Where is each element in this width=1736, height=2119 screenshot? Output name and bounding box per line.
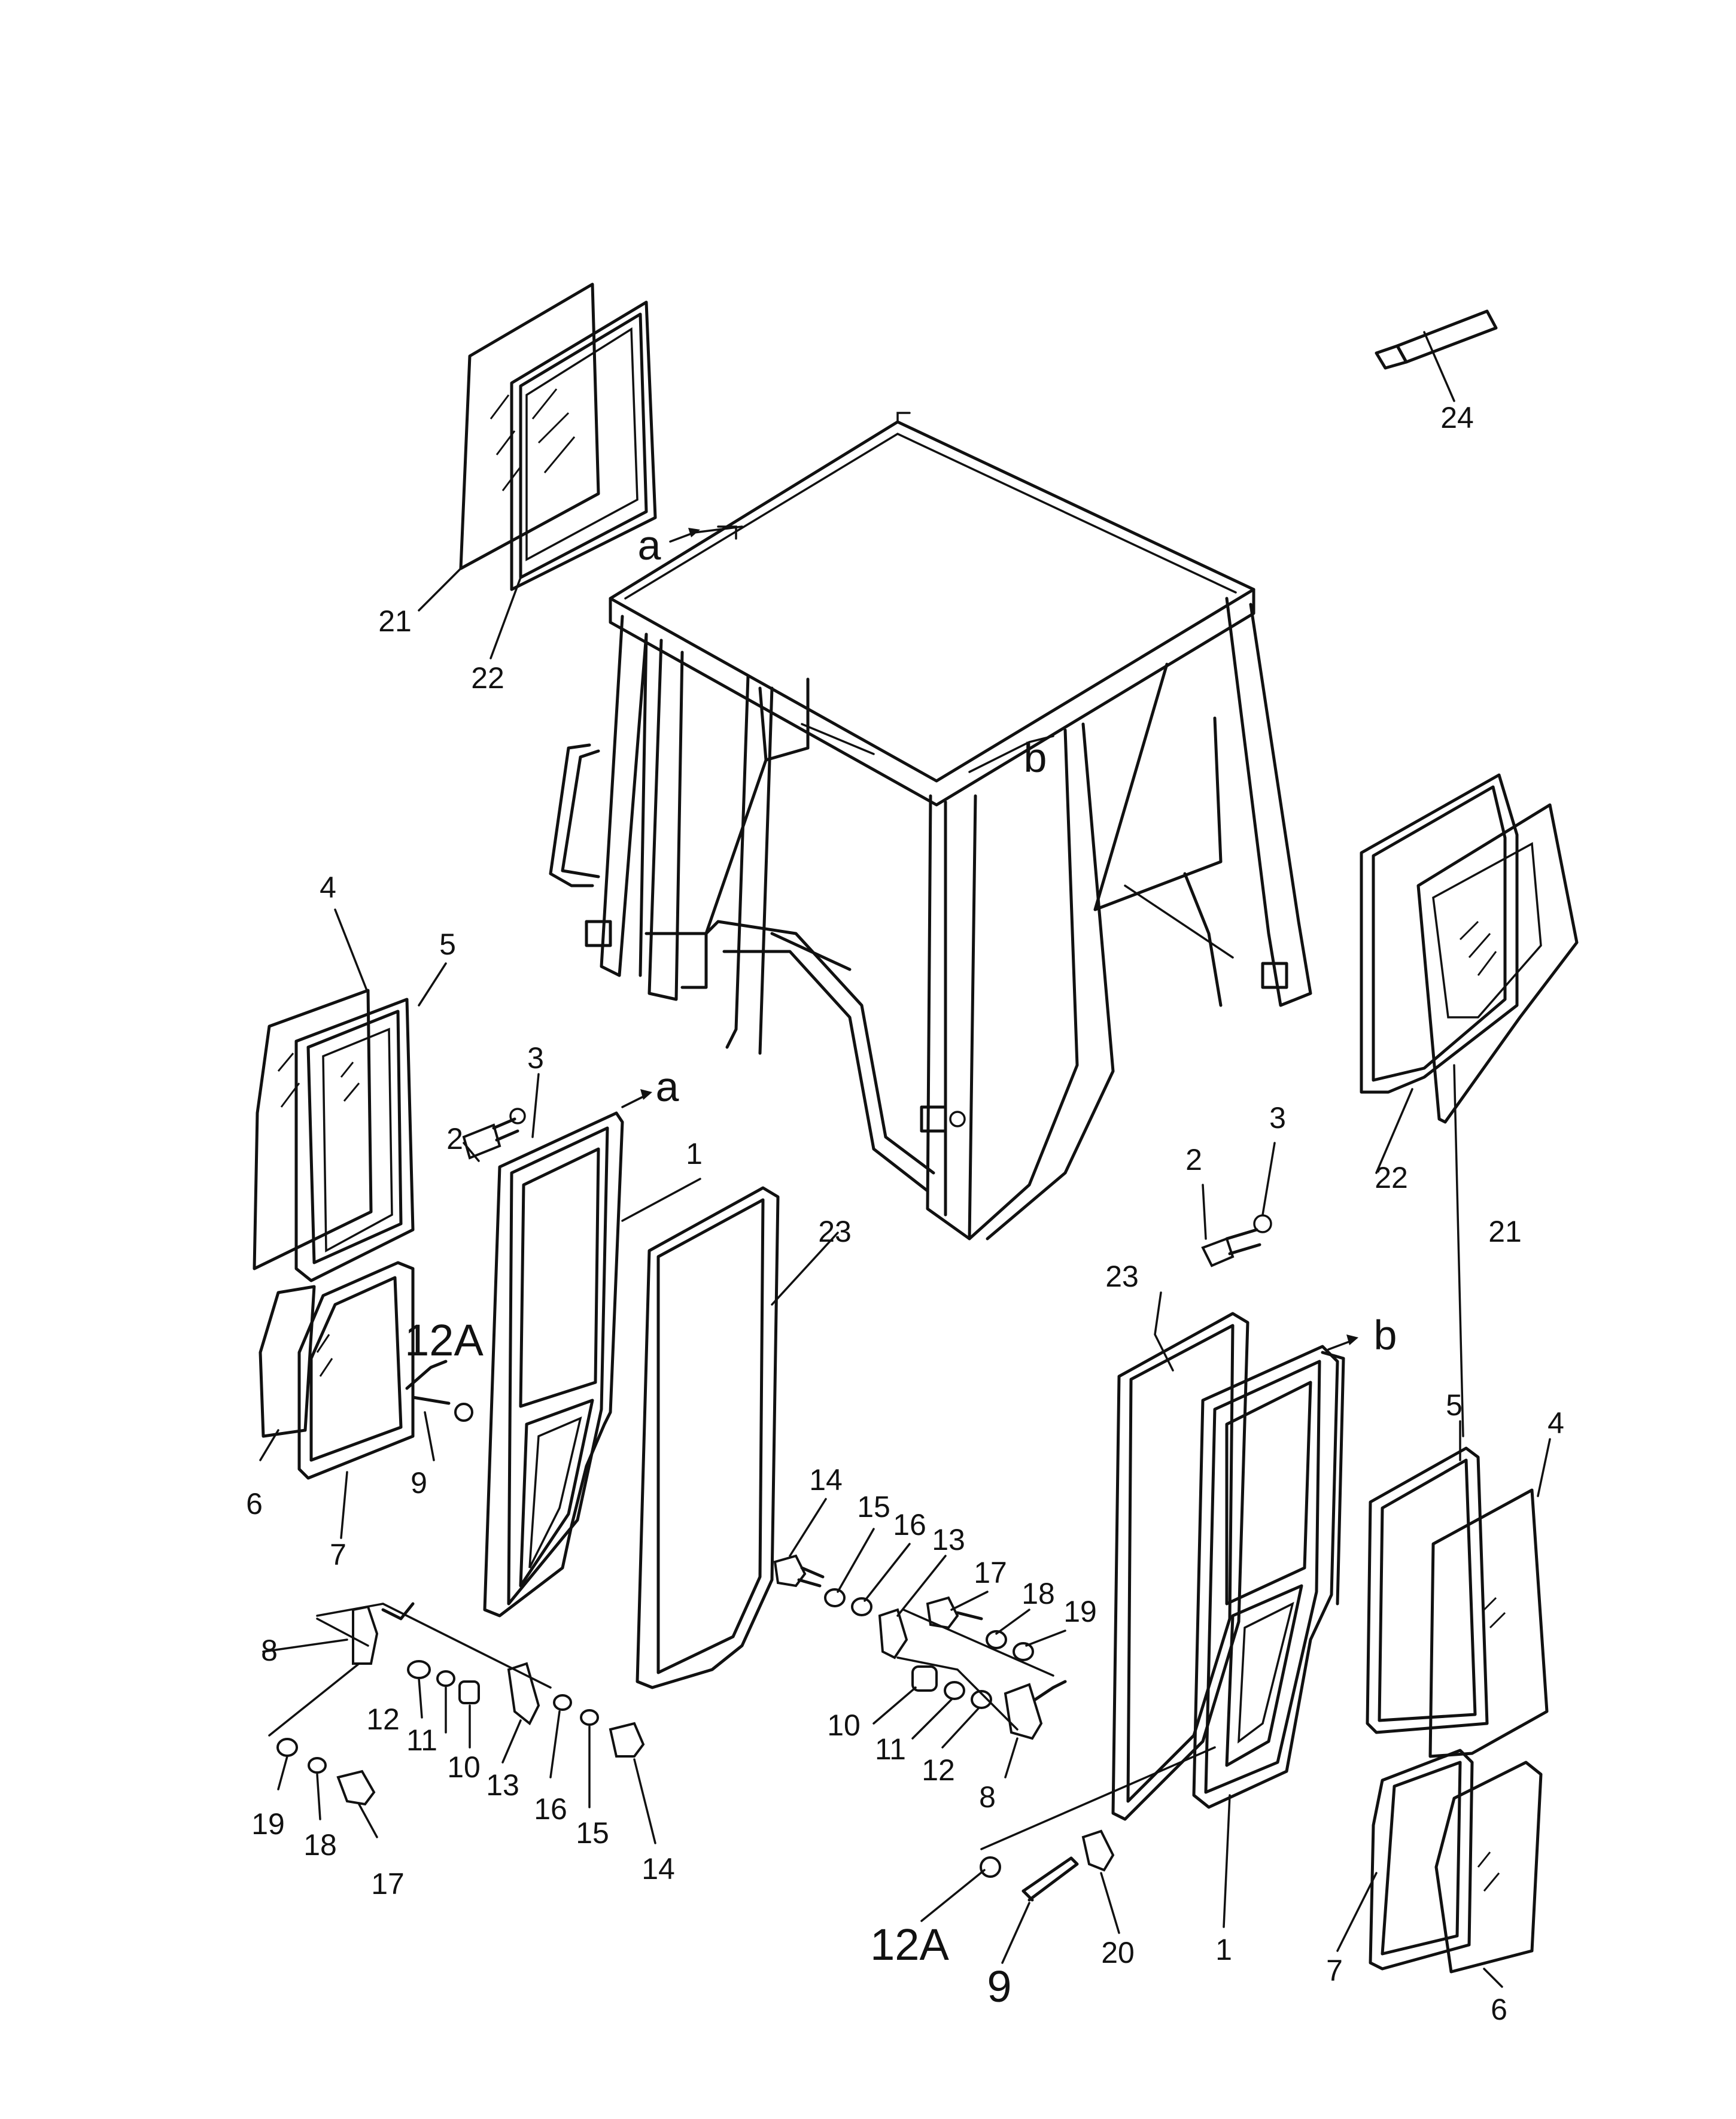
left-hinge-hardware — [268, 1108, 645, 1806]
label-b-right: b — [1374, 1312, 1397, 1358]
rear-glass-right — [1416, 803, 1579, 1124]
label-17-right: 17 — [974, 1556, 1007, 1589]
label-3-right: 3 — [1269, 1101, 1286, 1135]
label-10-right: 10 — [827, 1708, 861, 1742]
label-4-right: 4 — [1547, 1406, 1564, 1440]
label-12-right: 12 — [922, 1753, 955, 1787]
label-13-left: 13 — [486, 1768, 519, 1802]
label-21-right: 21 — [1488, 1215, 1522, 1248]
label-10-left: 10 — [447, 1750, 481, 1784]
label-8-right: 8 — [979, 1780, 996, 1814]
rear-weatherstrip-left — [510, 300, 657, 591]
label-3-left: 3 — [527, 1041, 544, 1075]
door-upper-weatherstrip-right — [1366, 1446, 1489, 1734]
door-lower-weatherstrip-left — [297, 1261, 415, 1480]
leader-lines — [259, 331, 1551, 1988]
label-8-left: 8 — [261, 1634, 278, 1667]
door-seal-left — [636, 1186, 780, 1689]
label-19-right: 19 — [1063, 1595, 1097, 1628]
label-a-left: a — [656, 1063, 679, 1110]
label-12-left: 12 — [366, 1703, 400, 1736]
label-2-right: 2 — [1185, 1143, 1202, 1176]
label-23-left: 23 — [818, 1215, 852, 1248]
label-2-left: 2 — [446, 1122, 463, 1156]
label-7-left: 7 — [330, 1538, 346, 1571]
door-lower-glass-right — [1434, 1761, 1543, 1974]
door-left — [483, 1111, 624, 1618]
label-1-right: 1 — [1215, 1933, 1232, 1966]
label-20: 20 — [1101, 1936, 1135, 1969]
door-lower-weatherstrip-right — [1369, 1749, 1474, 1971]
label-6-left: 6 — [246, 1487, 263, 1521]
reference-arrows — [621, 528, 1358, 1351]
right-hinge-hardware — [773, 1214, 1272, 1902]
label-12a-right: 12A — [870, 1920, 949, 1969]
label-11-left: 11 — [406, 1723, 437, 1757]
label-18-left: 18 — [303, 1828, 337, 1862]
label-22-left: 22 — [471, 661, 504, 695]
label-a-top: a — [638, 522, 661, 568]
label-5-right: 5 — [1446, 1388, 1463, 1422]
rear-glass-left — [459, 282, 600, 570]
label-9-right: 9 — [987, 1962, 1011, 2011]
label-14-left: 14 — [642, 1852, 675, 1886]
label-13-right: 13 — [932, 1523, 965, 1556]
label-15-left: 15 — [576, 1816, 609, 1850]
label-15-right: 15 — [857, 1490, 890, 1524]
label-21-left: 21 — [378, 604, 412, 638]
label-5-left: 5 — [439, 928, 456, 961]
label-12a-left: 12A — [405, 1315, 484, 1365]
label-9-left: 9 — [411, 1466, 427, 1500]
label-16-right: 16 — [893, 1508, 926, 1542]
door-seal-right — [1111, 1312, 1249, 1821]
label-16-left: 16 — [534, 1792, 567, 1826]
label-4-left: 4 — [320, 871, 336, 904]
label-14-right: 14 — [809, 1463, 843, 1497]
door-upper-weatherstrip-left — [294, 998, 415, 1282]
door-right — [1192, 1345, 1345, 1809]
door-upper-glass-right — [1428, 1488, 1549, 1758]
part-labels: 21 22 a 24 b 22 21 4 5 2 3 a 1 23 12A 9 … — [246, 401, 1564, 2026]
cab-frame — [549, 412, 1312, 1241]
rear-weatherstrip-right — [1360, 773, 1519, 1094]
label-b-top: b — [1024, 734, 1047, 781]
label-18-right: 18 — [1021, 1577, 1055, 1610]
label-6-right: 6 — [1491, 1993, 1507, 2026]
label-23-right: 23 — [1105, 1260, 1139, 1293]
label-22-right: 22 — [1375, 1161, 1408, 1194]
label-17-left: 17 — [371, 1867, 405, 1901]
door-lower-glass-left — [259, 1285, 316, 1438]
label-7-right: 7 — [1326, 1954, 1343, 1987]
label-11-right: 11 — [875, 1732, 906, 1766]
label-19-left: 19 — [251, 1807, 285, 1841]
label-24: 24 — [1440, 401, 1474, 434]
label-1-left: 1 — [686, 1137, 703, 1171]
sealant-tube-icon — [1375, 309, 1498, 370]
